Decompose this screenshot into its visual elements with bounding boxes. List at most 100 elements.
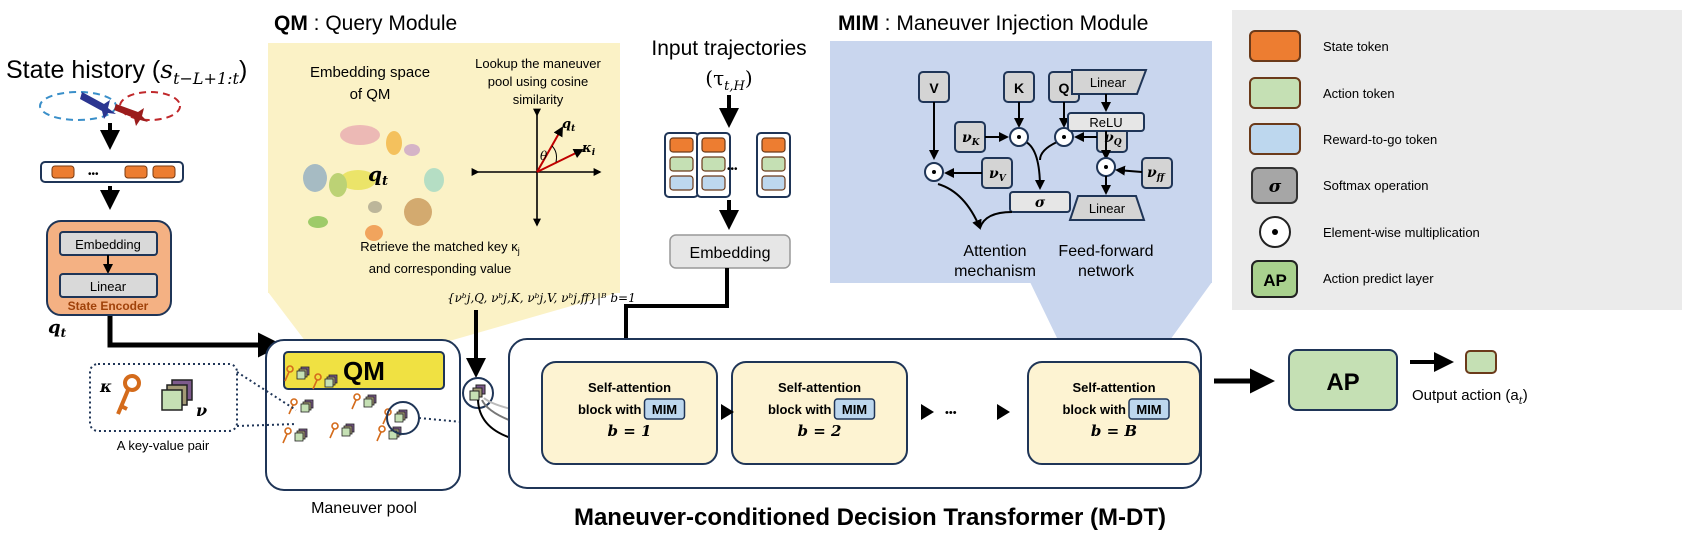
key-value-item xyxy=(351,393,377,410)
state-encoder-title: State Encoder xyxy=(68,299,149,313)
ffn-label: Feed-forward xyxy=(1058,243,1153,260)
trajectory-token-column xyxy=(664,132,699,198)
ellipsis: ••• xyxy=(88,169,99,180)
block-title: block with xyxy=(768,402,832,417)
key-value-item xyxy=(312,373,338,390)
maneuver-pool: QM Maneuver pool xyxy=(265,339,463,517)
query-arrow xyxy=(107,316,283,358)
dotted-link xyxy=(418,417,463,423)
mim-zoom-connector xyxy=(1030,282,1212,340)
legend-state-token xyxy=(1249,30,1301,62)
token xyxy=(761,175,786,191)
qm-title: QM : Query Module xyxy=(274,12,457,35)
mim-badge xyxy=(833,398,876,420)
lookup-text: pool using cosine xyxy=(488,74,588,89)
token xyxy=(669,175,694,191)
red-aircraft-icon xyxy=(114,104,148,126)
nu-ff-label: νff xyxy=(1147,165,1166,183)
linear-top-label: Linear xyxy=(1090,75,1127,90)
key-value-item xyxy=(329,422,355,439)
block-title: Self-attention xyxy=(778,380,861,395)
token xyxy=(701,156,726,172)
key-value-item xyxy=(284,365,310,382)
trajectory-token-column xyxy=(756,132,791,198)
key-value-caption: A key-value pair xyxy=(117,438,210,453)
block-index: b = B xyxy=(1091,422,1137,440)
state-history-label: State history (st−L+1:t) xyxy=(6,55,247,88)
token xyxy=(701,175,726,191)
state-token xyxy=(124,165,148,179)
token xyxy=(761,137,786,153)
attention-label: Attention xyxy=(963,243,1026,260)
q-t-label: qt xyxy=(48,317,67,340)
qt-in-embedding: qt xyxy=(368,162,388,189)
token xyxy=(701,137,726,153)
key-icon xyxy=(116,374,141,415)
output-action-token xyxy=(1465,350,1497,374)
retrieve-text: Retrieve the matched key κj xyxy=(360,239,520,256)
block-title: block with xyxy=(578,402,642,417)
token xyxy=(761,156,786,172)
ap-section: AP Output action (at) xyxy=(1288,349,1528,411)
qm-zoom-connector xyxy=(268,292,620,350)
attention-arrows xyxy=(929,102,1097,230)
key-value-pair: κ ν A key-value pair xyxy=(89,363,297,453)
embedding-label: Embedding xyxy=(690,245,771,262)
trajectory-token-column xyxy=(696,132,731,198)
linear-layer xyxy=(59,273,158,298)
q-vector-label: qt xyxy=(562,117,576,134)
kappa-label: κ xyxy=(99,377,112,396)
ffn-linear-top xyxy=(1071,69,1148,95)
block-index: b = 2 xyxy=(798,422,842,440)
input-trajectories-label: Input trajectories xyxy=(651,37,806,60)
embedding-scatter xyxy=(303,125,444,241)
value-stack-icon xyxy=(161,379,193,411)
arrow-head xyxy=(721,404,734,420)
ffn-linear-bottom xyxy=(1068,195,1146,221)
retrieve-text: and corresponding value xyxy=(369,261,511,276)
kappa-vector-label: κi xyxy=(581,141,596,158)
nu-k-label: νK xyxy=(962,130,981,148)
legend-rtg-token xyxy=(1249,123,1301,155)
m-dt-title: Maneuver-conditioned Decision Transforme… xyxy=(574,504,1166,531)
embedding-to-block-arrow xyxy=(616,268,729,360)
mim-badge xyxy=(1128,398,1170,420)
legend-action-token xyxy=(1249,77,1301,109)
k-label: K xyxy=(1014,80,1024,96)
ellipsis: ••• xyxy=(945,407,957,419)
legend-label: State token xyxy=(1323,39,1389,54)
tau-label: (τt,H) xyxy=(705,66,752,94)
qm-box-label: QM xyxy=(343,356,385,386)
nu-v-label: νV xyxy=(989,166,1007,184)
dot xyxy=(1272,229,1278,235)
legend-ap xyxy=(1251,260,1298,298)
key-value-item xyxy=(282,427,308,444)
v-label: V xyxy=(929,80,939,96)
legend-label: Action predict layer xyxy=(1323,271,1434,286)
cosine-axes xyxy=(471,108,602,227)
state-history: State history (st−L+1:t) ••• xyxy=(6,55,247,210)
nu-ff-box xyxy=(1141,157,1173,189)
input-trajectories: Input trajectories (τt,H) ••• Embedding xyxy=(616,37,807,360)
legend-bg xyxy=(1232,10,1682,310)
output-action-label: Output action (at) xyxy=(1412,387,1528,407)
qm-panel: QM : Query Module Embedding space of QM … xyxy=(268,12,620,350)
token xyxy=(669,137,694,153)
mim-badge-label: MIM xyxy=(652,402,677,417)
block-index: b = 1 xyxy=(608,422,652,440)
red-trajectory xyxy=(119,91,181,121)
nu-label: ν xyxy=(196,401,207,420)
sigma-label: σ xyxy=(1035,195,1046,211)
legend-softmax xyxy=(1251,167,1298,204)
softmax-box xyxy=(1009,191,1071,213)
trajectory-token-columns xyxy=(664,132,791,198)
sigma-icon: σ xyxy=(1269,177,1282,197)
mim-badge-label: MIM xyxy=(842,402,867,417)
state-token xyxy=(152,165,176,179)
token xyxy=(669,156,694,172)
block-title: Self-attention xyxy=(588,380,671,395)
